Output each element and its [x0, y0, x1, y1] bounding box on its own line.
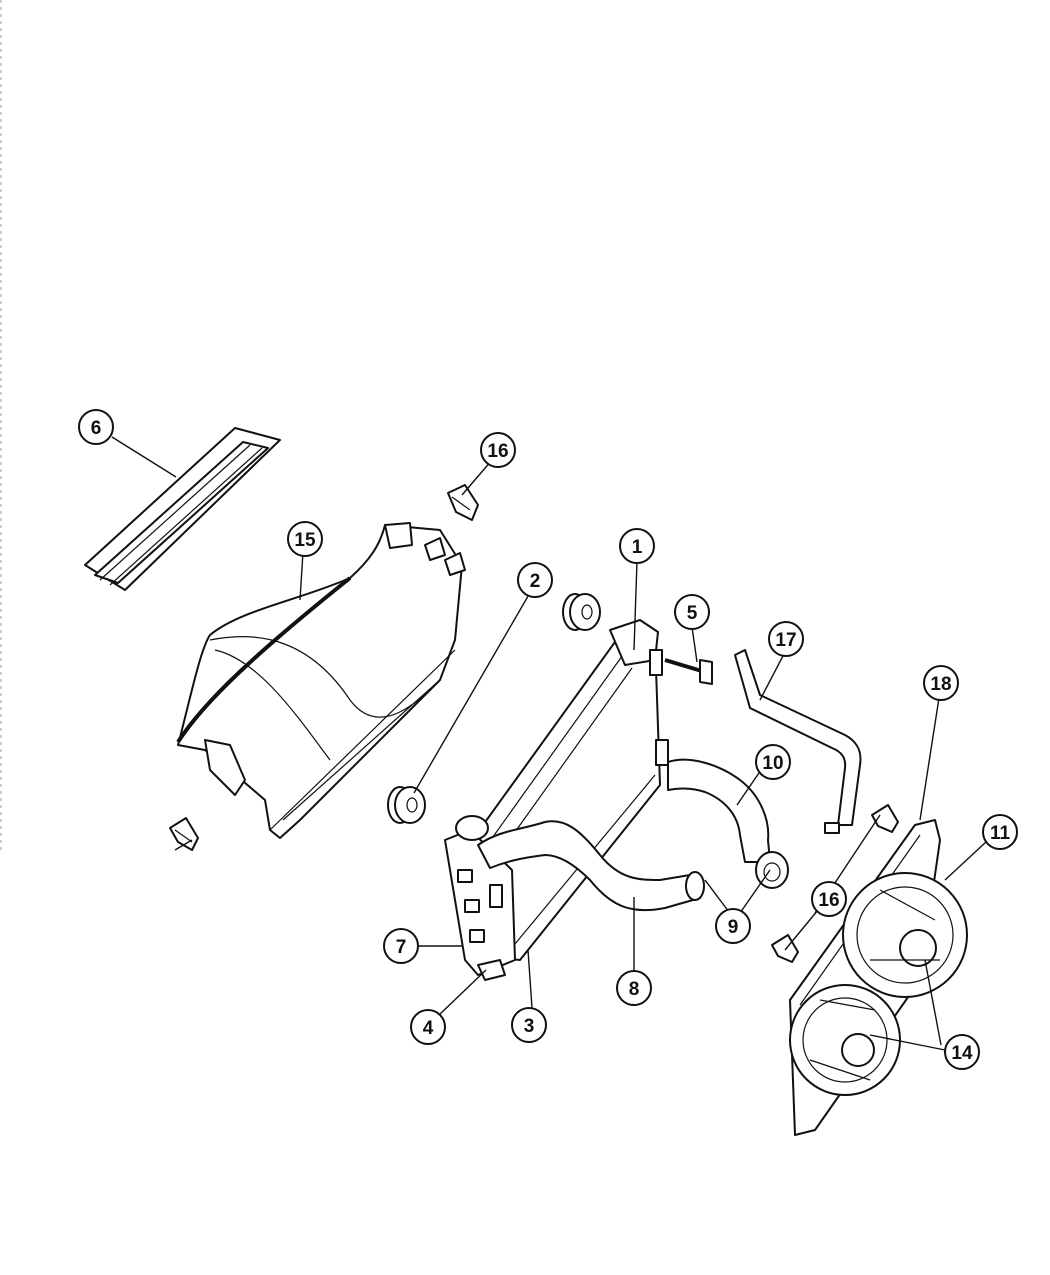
- svg-text:9: 9: [728, 917, 739, 938]
- callout-9: 9: [715, 908, 751, 944]
- svg-text:15: 15: [294, 530, 316, 551]
- svg-text:2: 2: [530, 571, 541, 592]
- callout-15: 15: [287, 521, 323, 557]
- part-overflow-tube: [734, 649, 862, 834]
- callout-10: 10: [755, 744, 791, 780]
- svg-text:17: 17: [775, 630, 796, 651]
- svg-text:7: 7: [396, 937, 407, 958]
- svg-text:11: 11: [990, 823, 1011, 844]
- part-air-deflector: [176, 522, 466, 839]
- svg-text:1: 1: [632, 537, 643, 558]
- callout-14: 14: [944, 1034, 980, 1070]
- svg-text:14: 14: [951, 1043, 973, 1064]
- svg-text:16: 16: [487, 441, 508, 462]
- part-radiator: [444, 619, 669, 981]
- svg-text:4: 4: [423, 1018, 434, 1039]
- callout-6: 6: [78, 409, 114, 445]
- part-clip-left: [169, 817, 199, 851]
- callout-5: 5: [674, 594, 710, 630]
- callout-17: 17: [768, 621, 804, 657]
- part-drain-bolt: [664, 658, 713, 685]
- svg-text:5: 5: [687, 603, 698, 624]
- callout-18: 18: [923, 665, 959, 701]
- callout-2: 2: [517, 562, 553, 598]
- part-bushing-lower: [387, 786, 426, 824]
- callout-16-right: 16: [811, 881, 847, 917]
- callout-16-upper: 16: [480, 432, 516, 468]
- part-fan-module: [789, 819, 968, 1136]
- callout-7: 7: [383, 928, 419, 964]
- part-clip-upper: [447, 484, 479, 521]
- callout-4: 4: [410, 1009, 446, 1045]
- callout-3: 3: [511, 1007, 547, 1043]
- part-seal-strip: [84, 427, 281, 591]
- svg-text:8: 8: [629, 979, 640, 1000]
- svg-text:18: 18: [930, 674, 951, 695]
- part-bushing-upper: [562, 593, 601, 631]
- callout-11: 11: [982, 814, 1018, 850]
- callout-8: 8: [616, 970, 652, 1006]
- svg-text:6: 6: [91, 418, 102, 439]
- svg-text:10: 10: [762, 753, 783, 774]
- svg-text:3: 3: [524, 1016, 535, 1037]
- callout-1: 1: [619, 528, 655, 564]
- part-lower-hose: [477, 820, 705, 912]
- part-clip-right-upper: [871, 804, 899, 833]
- svg-text:16: 16: [818, 890, 839, 911]
